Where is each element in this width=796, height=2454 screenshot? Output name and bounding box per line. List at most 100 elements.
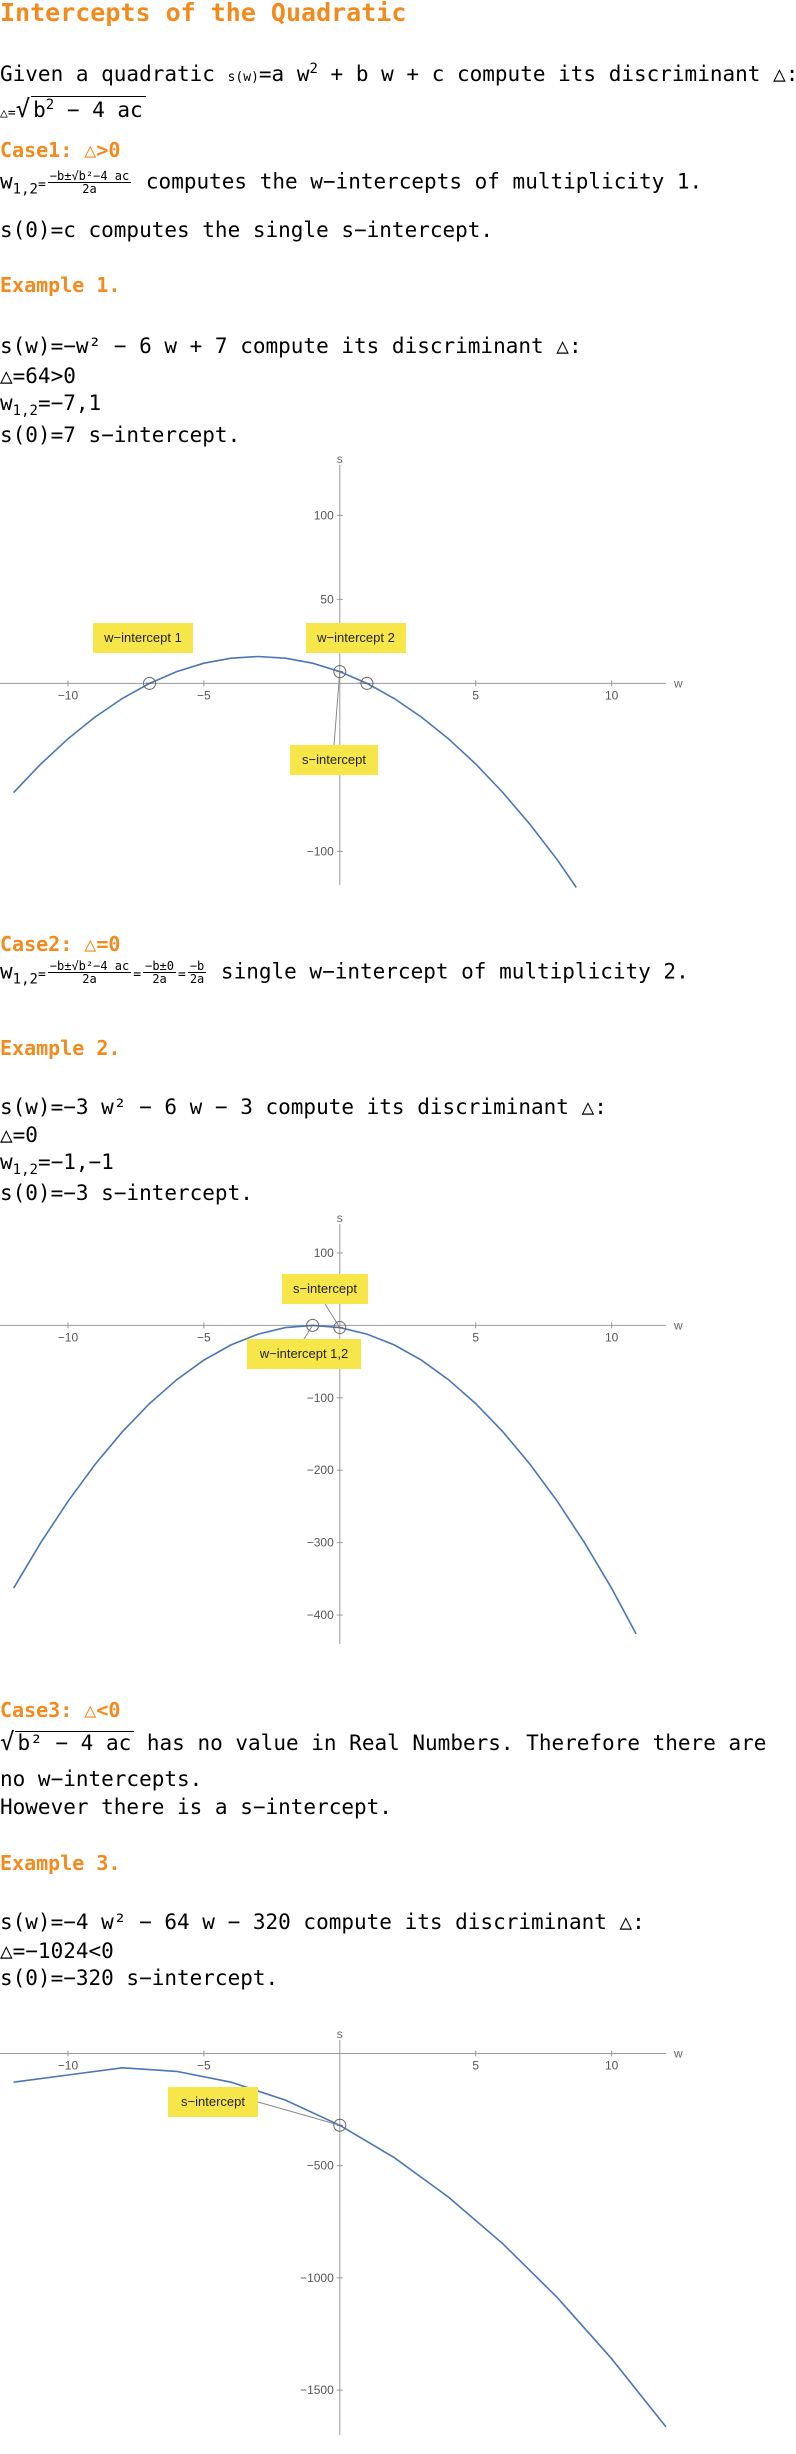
frac-num: −b±√b²−4 ac: [47, 959, 132, 973]
case3-radicand: b² − 4 ac: [15, 1731, 135, 1754]
y-tick-label: −100: [307, 1391, 334, 1405]
w12-label: w: [0, 959, 13, 984]
example1-line1: s(w)=−w² − 6 w + 7 compute its discrimin…: [0, 334, 582, 358]
callout-box: [290, 745, 378, 775]
intro-w: w: [243, 70, 252, 85]
callout-box: [247, 1339, 361, 1369]
example3-line2: △=−1024<0: [0, 1939, 114, 1963]
callout-box: [306, 623, 406, 653]
eq-sign: =: [37, 177, 46, 193]
disc-radicand: b: [33, 98, 46, 122]
x-tick-label: 5: [472, 2058, 479, 2072]
s-axis-label: s: [337, 2027, 343, 2041]
intercept-marker: [360, 676, 374, 690]
frac-den: 2a: [82, 182, 97, 196]
w12-label: w: [0, 169, 13, 194]
y-tick-label: −300: [307, 1536, 334, 1550]
intro-sq: 2: [309, 61, 318, 77]
callout-label: w−intercept 1,2: [259, 1346, 349, 1361]
x-tick-label: 5: [472, 1330, 479, 1344]
x-tick-label: −5: [197, 2058, 211, 2072]
discriminant-formula: △=√b2 − 4 ac: [0, 96, 146, 121]
x-tick-label: 5: [472, 688, 479, 702]
callout-line: [324, 1303, 341, 1328]
example3-line1: s(w)=−4 w² − 64 w − 320 compute its disc…: [0, 1910, 645, 1934]
x-tick-label: −10: [58, 688, 79, 702]
example2-heading: Example 2.: [0, 1036, 121, 1060]
frac-den: 2a: [189, 972, 205, 986]
intro-eq-b: + b w + c: [317, 62, 445, 86]
frac-num: −b±√b²−4 ac: [47, 169, 132, 183]
intro-eq-a: =a w: [258, 62, 310, 86]
x-tick-label: −5: [197, 1330, 211, 1344]
x-tick-label: 10: [605, 1330, 619, 1344]
example1-line4: s(0)=7 s−intercept.: [0, 423, 241, 447]
intro-suffix: compute its discriminant: [444, 62, 774, 86]
case3-line3: However there is a s−intercept.: [0, 1795, 392, 1819]
callout-line: [257, 2101, 340, 2126]
y-tick-label: 50: [320, 592, 334, 606]
example3-heading: Example 3.: [0, 1851, 121, 1875]
parabola-curve: [13, 655, 577, 888]
case2-text: single w−intercept of multiplicity 2.: [208, 959, 689, 984]
w-values: =−1,−1: [37, 1150, 114, 1174]
callout-box: [282, 1274, 368, 1304]
y-tick-label: −400: [307, 1608, 334, 1622]
w-label: w: [0, 1150, 13, 1174]
w12-sub: 1,2: [12, 181, 38, 198]
callout-box: [168, 2087, 258, 2117]
frac-num: −b±0: [143, 959, 176, 973]
w-axis-label: w: [673, 676, 683, 690]
callout-label: w−intercept 2: [316, 630, 395, 645]
callout-line: [333, 671, 341, 746]
s-axis-label: s: [337, 452, 343, 466]
parabola-curve: [12, 1324, 637, 1635]
example2-line3: w1,2=−1,−1: [0, 1150, 114, 1178]
case1-line2: s(0)=c computes the single s−intercept.: [0, 218, 494, 242]
intercept-marker: [333, 665, 347, 679]
x-tick-label: −10: [58, 1330, 79, 1344]
y-tick-label: −1500: [300, 2383, 334, 2397]
x-tick-label: −10: [58, 2058, 79, 2072]
case3-heading: Case3: △<0: [0, 1698, 121, 1722]
delta-symbol: △: [773, 62, 786, 86]
plot-example-2: w s −10 −5 5 10 100 −100 −200 −300 −400 s−intercept…: [0, 1211, 683, 1644]
intro-line: Given a quadratic s(w)=a w2 + b w + c co…: [0, 62, 796, 85]
y-tick-label: 100: [314, 1246, 334, 1260]
intercept-marker: [306, 1318, 320, 1332]
y-tick-label: −200: [307, 1463, 334, 1477]
intercept-marker: [143, 676, 157, 690]
callout-label: s−intercept: [181, 2094, 245, 2109]
callout-box: [93, 623, 193, 653]
y-tick-label: 100: [314, 508, 334, 522]
case2-heading: Case2: △=0: [0, 932, 121, 956]
example1-heading: Example 1.: [0, 273, 121, 297]
intro-prefix: Given a quadratic: [0, 62, 228, 86]
y-tick-label: −100: [307, 844, 334, 858]
case3-line2: no w−intercepts.: [0, 1767, 203, 1791]
case3-text: has no value in Real Numbers. Therefore …: [134, 1731, 767, 1755]
page-title: Intercepts of the Quadratic: [0, 0, 407, 27]
example2-line4: s(0)=−3 s−intercept.: [0, 1181, 253, 1205]
intercept-marker: [333, 2118, 347, 2132]
w-sub: 1,2: [12, 403, 38, 420]
case3-line1: √b² − 4 ac has no value in Real Numbers.…: [0, 1728, 767, 1756]
example1-line3: w1,2=−7,1: [0, 393, 101, 420]
y-tick-label: −1000: [300, 2271, 334, 2285]
frac-den: 2a: [82, 972, 97, 986]
frac-num: −b: [187, 959, 207, 973]
w-axis-label: w: [673, 1318, 683, 1332]
example2-line2: △=0: [0, 1123, 38, 1147]
frac-den: 2a: [152, 972, 167, 986]
case1-text: computes the w−intercepts of multiplicit…: [133, 169, 703, 194]
s-axis-label: s: [337, 1211, 343, 1225]
example3-line3: s(0)=−320 s−intercept.: [0, 1966, 279, 1990]
callout-label: s−intercept: [293, 1281, 357, 1296]
